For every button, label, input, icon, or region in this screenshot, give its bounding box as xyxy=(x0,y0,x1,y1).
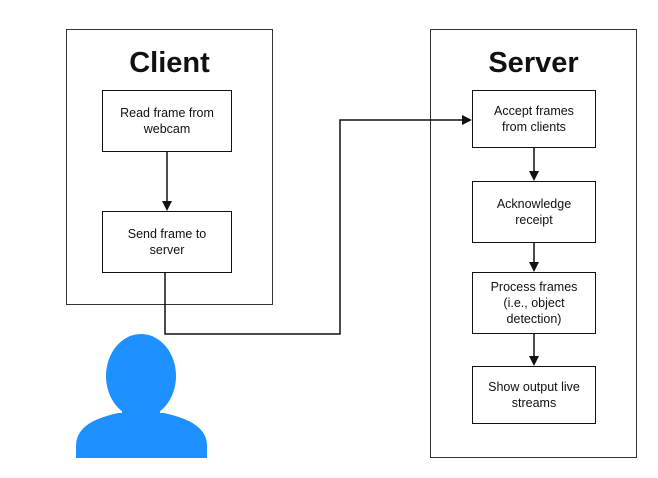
server-step-acknowledge: Acknowledge receipt xyxy=(472,181,596,243)
server-title: Server xyxy=(488,47,579,79)
client-step-send-frame: Send frame to server xyxy=(102,211,232,273)
server-step-accept-frames: Accept frames from clients xyxy=(472,90,596,148)
server-panel: Server xyxy=(430,29,637,458)
person-silhouette-icon xyxy=(76,334,207,458)
client-panel: Client xyxy=(66,29,273,305)
server-step-show-output: Show output live streams xyxy=(472,366,596,424)
arrow-client-to-server xyxy=(164,115,472,335)
client-step-read-frame: Read frame from webcam xyxy=(102,90,232,152)
server-step-process-frames: Process frames (i.e., object detection) xyxy=(472,272,596,334)
client-title: Client xyxy=(129,47,210,79)
